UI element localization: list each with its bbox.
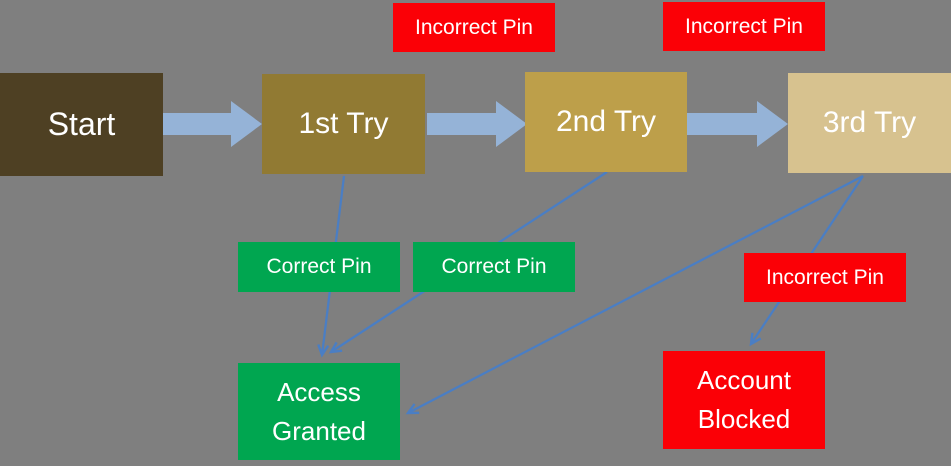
connector-try3-to-access-granted <box>405 175 864 415</box>
label-incorrect-pin-3: Incorrect Pin <box>744 253 906 302</box>
block-arrow-try2-to-try3 <box>687 101 788 147</box>
block-arrow-start-to-try1 <box>163 101 262 147</box>
label-incorrect-pin-top-2: Incorrect Pin <box>663 2 825 51</box>
block-arrow-try1-to-try2 <box>427 101 527 147</box>
node-third-try: 3rd Try <box>788 73 951 173</box>
node-first-try: 1st Try <box>262 74 425 174</box>
node-second-try: 2nd Try <box>525 72 687 172</box>
label-correct-pin-2: Correct Pin <box>413 242 575 292</box>
label-correct-pin-1: Correct Pin <box>238 242 400 292</box>
node-start: Start <box>0 73 163 176</box>
node-access-granted: Access Granted <box>238 363 400 460</box>
label-incorrect-pin-top-1: Incorrect Pin <box>393 3 555 52</box>
node-account-blocked: Account Blocked <box>663 351 825 449</box>
